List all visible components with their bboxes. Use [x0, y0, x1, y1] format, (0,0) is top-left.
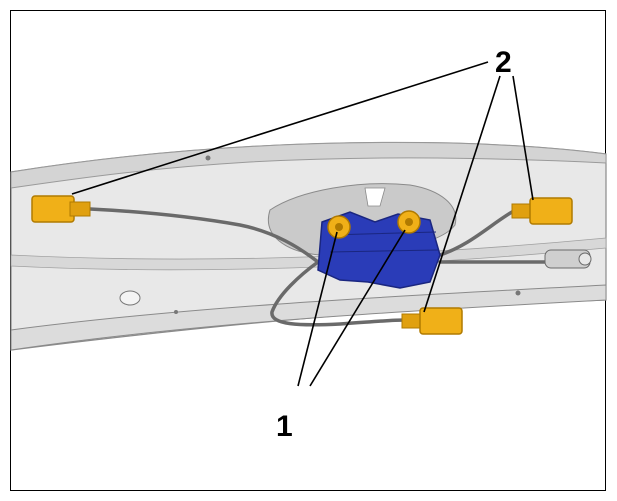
callout-2-label: 2	[495, 46, 512, 79]
callout-1-label: 1	[276, 410, 293, 443]
release-cable-end	[544, 249, 592, 269]
latch-motor-assembly	[317, 210, 441, 289]
wiring-harness	[88, 207, 562, 327]
connector-left	[31, 195, 91, 223]
connector-right	[511, 197, 573, 225]
leader-lines	[71, 61, 534, 387]
connector-center	[401, 307, 463, 335]
trunk-lid-panel	[10, 141, 607, 351]
